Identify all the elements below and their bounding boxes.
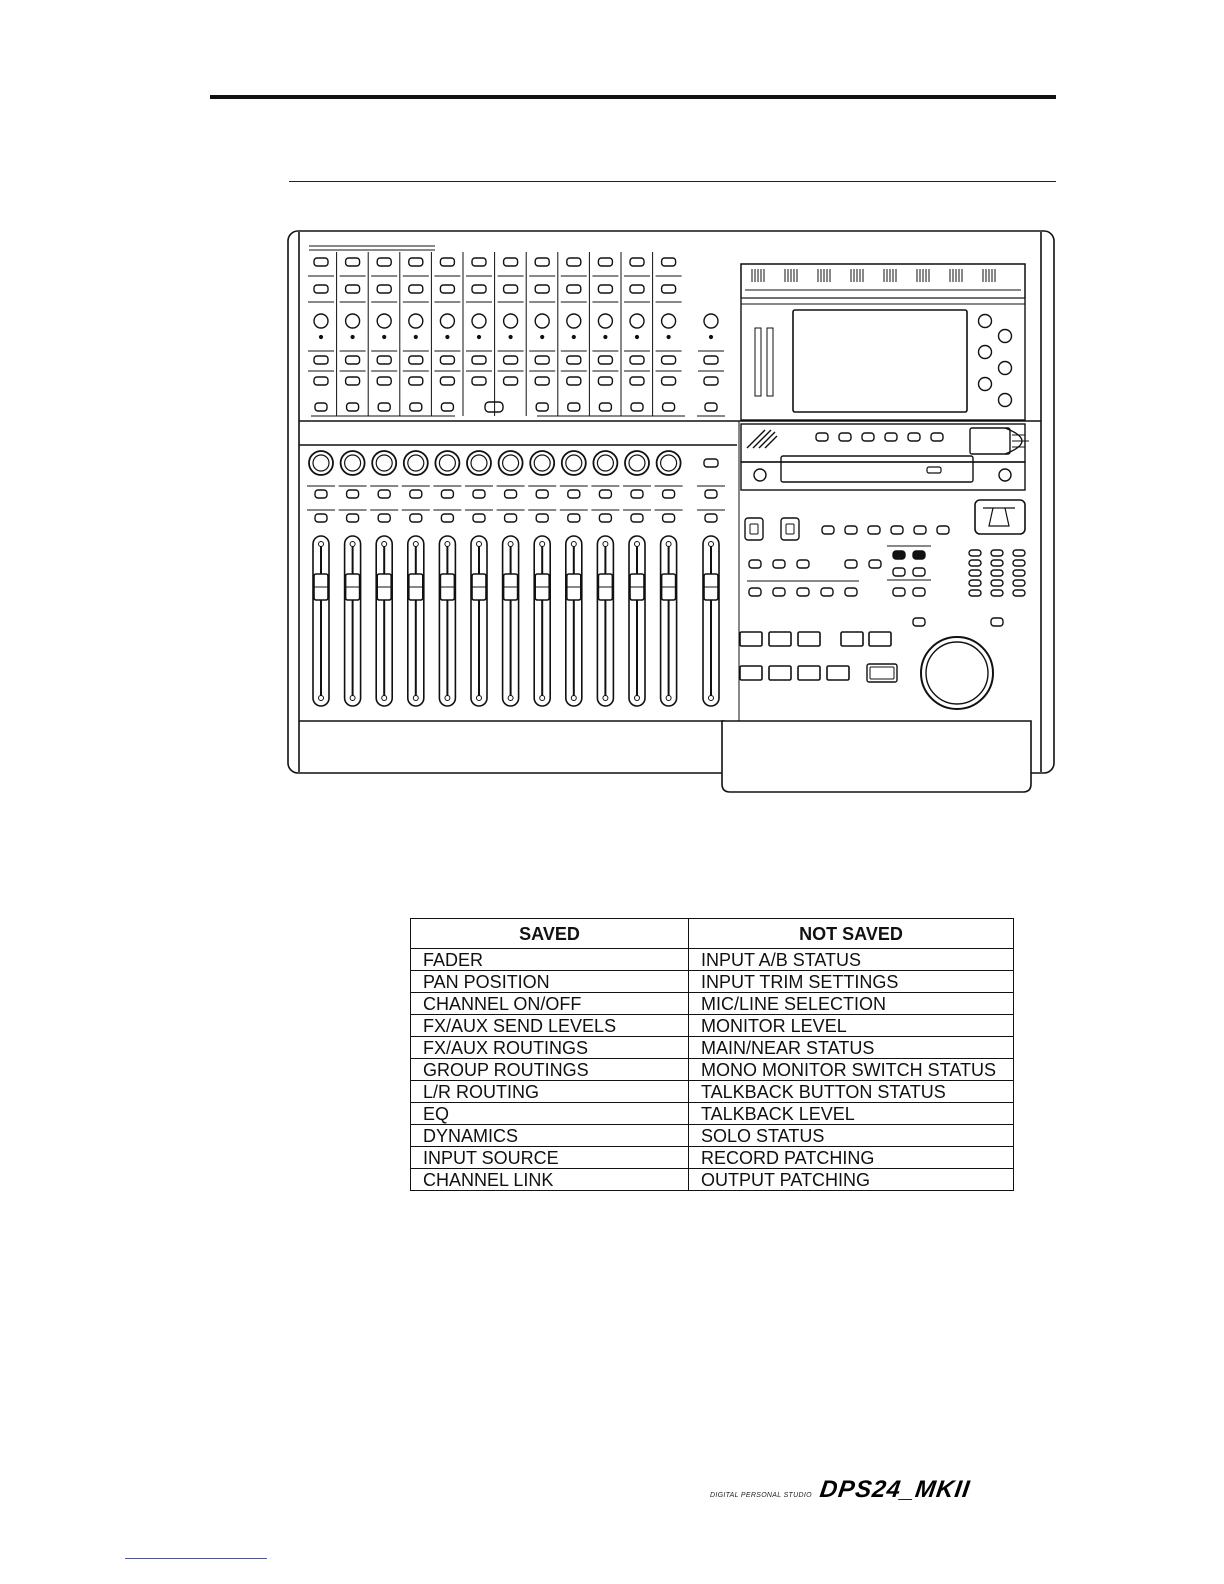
saved-cell: CHANNEL ON/OFF xyxy=(410,992,689,1015)
table-header-row: SAVED NOT SAVED xyxy=(410,918,1014,949)
brand-model: DPS24_MKII xyxy=(818,1476,972,1503)
not-saved-cell: TALKBACK BUTTON STATUS xyxy=(688,1080,1014,1103)
not-saved-cell: MIC/LINE SELECTION xyxy=(688,992,1014,1015)
not-saved-cell: MONO MONITOR SWITCH STATUS xyxy=(688,1058,1014,1081)
saved-cell: PAN POSITION xyxy=(410,970,689,993)
saved-cell: L/R ROUTING xyxy=(410,1080,689,1103)
not-saved-cell: INPUT A/B STATUS xyxy=(688,948,1014,971)
saved-cell: GROUP ROUTINGS xyxy=(410,1058,689,1081)
not-saved-cell: TALKBACK LEVEL xyxy=(688,1102,1014,1125)
saved-cell: FX/AUX ROUTINGS xyxy=(410,1036,689,1059)
header-rule xyxy=(210,95,1056,99)
saved-cell: FX/AUX SEND LEVELS xyxy=(410,1014,689,1037)
not-saved-cell: SOLO STATUS xyxy=(688,1124,1014,1147)
saved-cell: INPUT SOURCE xyxy=(410,1146,689,1169)
not-saved-cell: MONITOR LEVEL xyxy=(688,1014,1014,1037)
section-rule xyxy=(289,181,1056,182)
footer-link-underline xyxy=(125,1558,267,1559)
saved-cell: FADER xyxy=(410,948,689,971)
saved-cell: EQ xyxy=(410,1102,689,1125)
not-saved-cell: RECORD PATCHING xyxy=(688,1146,1014,1169)
column-header-saved: SAVED xyxy=(410,918,689,949)
not-saved-cell: OUTPUT PATCHING xyxy=(688,1168,1014,1191)
saved-cell: DYNAMICS xyxy=(410,1124,689,1147)
column-header-not-saved: NOT SAVED xyxy=(688,918,1014,949)
console-illustration xyxy=(287,230,1055,793)
brand-logo: DIGITAL PERSONAL STUDIO DPS24_MKII xyxy=(710,1476,972,1503)
not-saved-cell: INPUT TRIM SETTINGS xyxy=(688,970,1014,993)
saved-cell: CHANNEL LINK xyxy=(410,1168,689,1191)
brand-subtitle: DIGITAL PERSONAL STUDIO xyxy=(710,1492,812,1499)
not-saved-cell: MAIN/NEAR STATUS xyxy=(688,1036,1014,1059)
